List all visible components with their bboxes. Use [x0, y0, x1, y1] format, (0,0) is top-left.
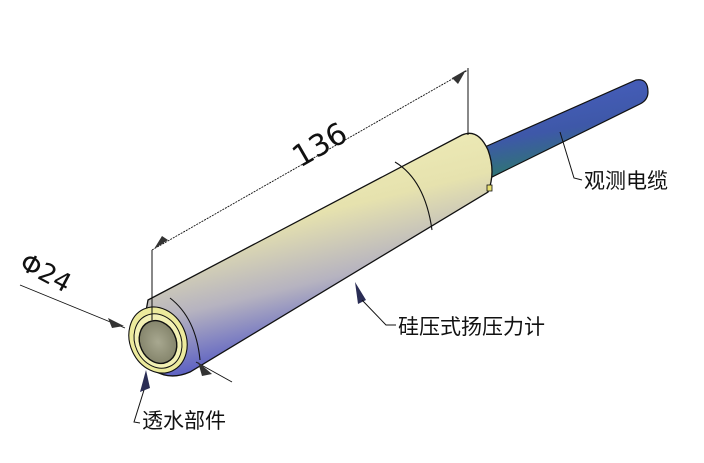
arrowhead-icon [452, 70, 466, 84]
arrowhead-icon [154, 236, 168, 249]
cable-label: 观测电缆 [584, 169, 668, 193]
permeable-part-callout: 透水部件 [133, 370, 226, 433]
permeable-end-face [128, 306, 188, 374]
diameter-value: Φ24 [15, 248, 76, 300]
cable [477, 79, 649, 179]
length-value: 136 [287, 116, 354, 175]
arrowhead-icon [108, 318, 124, 328]
arrowhead-icon [198, 362, 212, 376]
arrowhead-icon [355, 282, 366, 304]
arrowhead-icon [140, 370, 150, 392]
gauge-body-callout: 硅压式扬压力计 [355, 282, 545, 339]
cable-callout: 观测电缆 [559, 131, 668, 193]
permeable-part-label: 透水部件 [142, 409, 226, 433]
gauge-body-label: 硅压式扬压力计 [398, 315, 545, 339]
screw-icon [486, 184, 493, 192]
gauge-body [137, 132, 493, 377]
